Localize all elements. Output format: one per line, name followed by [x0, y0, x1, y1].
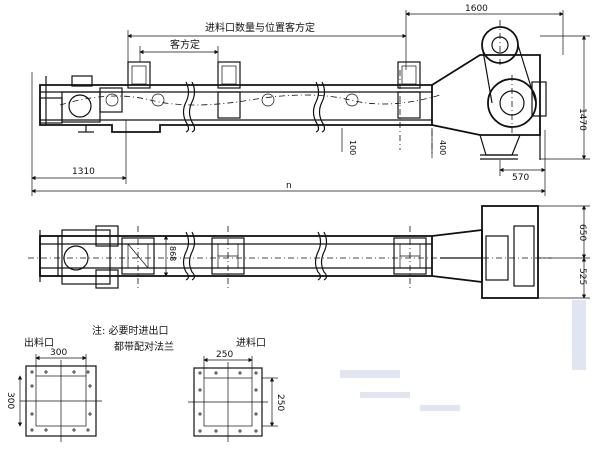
inlet-bolt-holes: [198, 371, 258, 433]
dim-650: 650: [577, 224, 587, 241]
elevation-view: [39, 20, 547, 160]
outlet-flange: [17, 354, 102, 442]
inlet-title: 进料口: [236, 336, 266, 349]
inlet-height: 250: [275, 394, 285, 411]
note-line-1: 注: 必要时进出口: [92, 324, 169, 337]
dim-100: 100: [348, 140, 357, 155]
dim-400: 400: [438, 140, 447, 155]
outlet-width: 300: [50, 348, 67, 358]
dim-868: 868: [168, 246, 177, 261]
elevation-dimensions: [31, 10, 590, 196]
dim-1310: 1310: [72, 167, 95, 177]
plan-dimensions: [163, 205, 590, 299]
note-line-2: 都带配对法兰: [114, 340, 174, 353]
inlet-position-note: 进料口数量与位置客方定: [205, 21, 315, 34]
dim-570: 570: [512, 173, 529, 183]
bleed-through-marks: [340, 300, 586, 411]
dim-1470: 1470: [577, 108, 587, 131]
outlet-height: 300: [5, 392, 15, 409]
customer-defined-note: 客方定: [170, 38, 200, 51]
inlet-flange: [188, 356, 278, 442]
inlet-width: 250: [216, 350, 233, 360]
dim-1600: 1600: [465, 4, 488, 14]
outlet-title: 出料口: [24, 336, 54, 349]
dim-n: n: [286, 181, 292, 191]
plan-view: [28, 205, 552, 299]
dim-525: 525: [577, 268, 587, 285]
outlet-bolt-holes: [30, 370, 92, 432]
